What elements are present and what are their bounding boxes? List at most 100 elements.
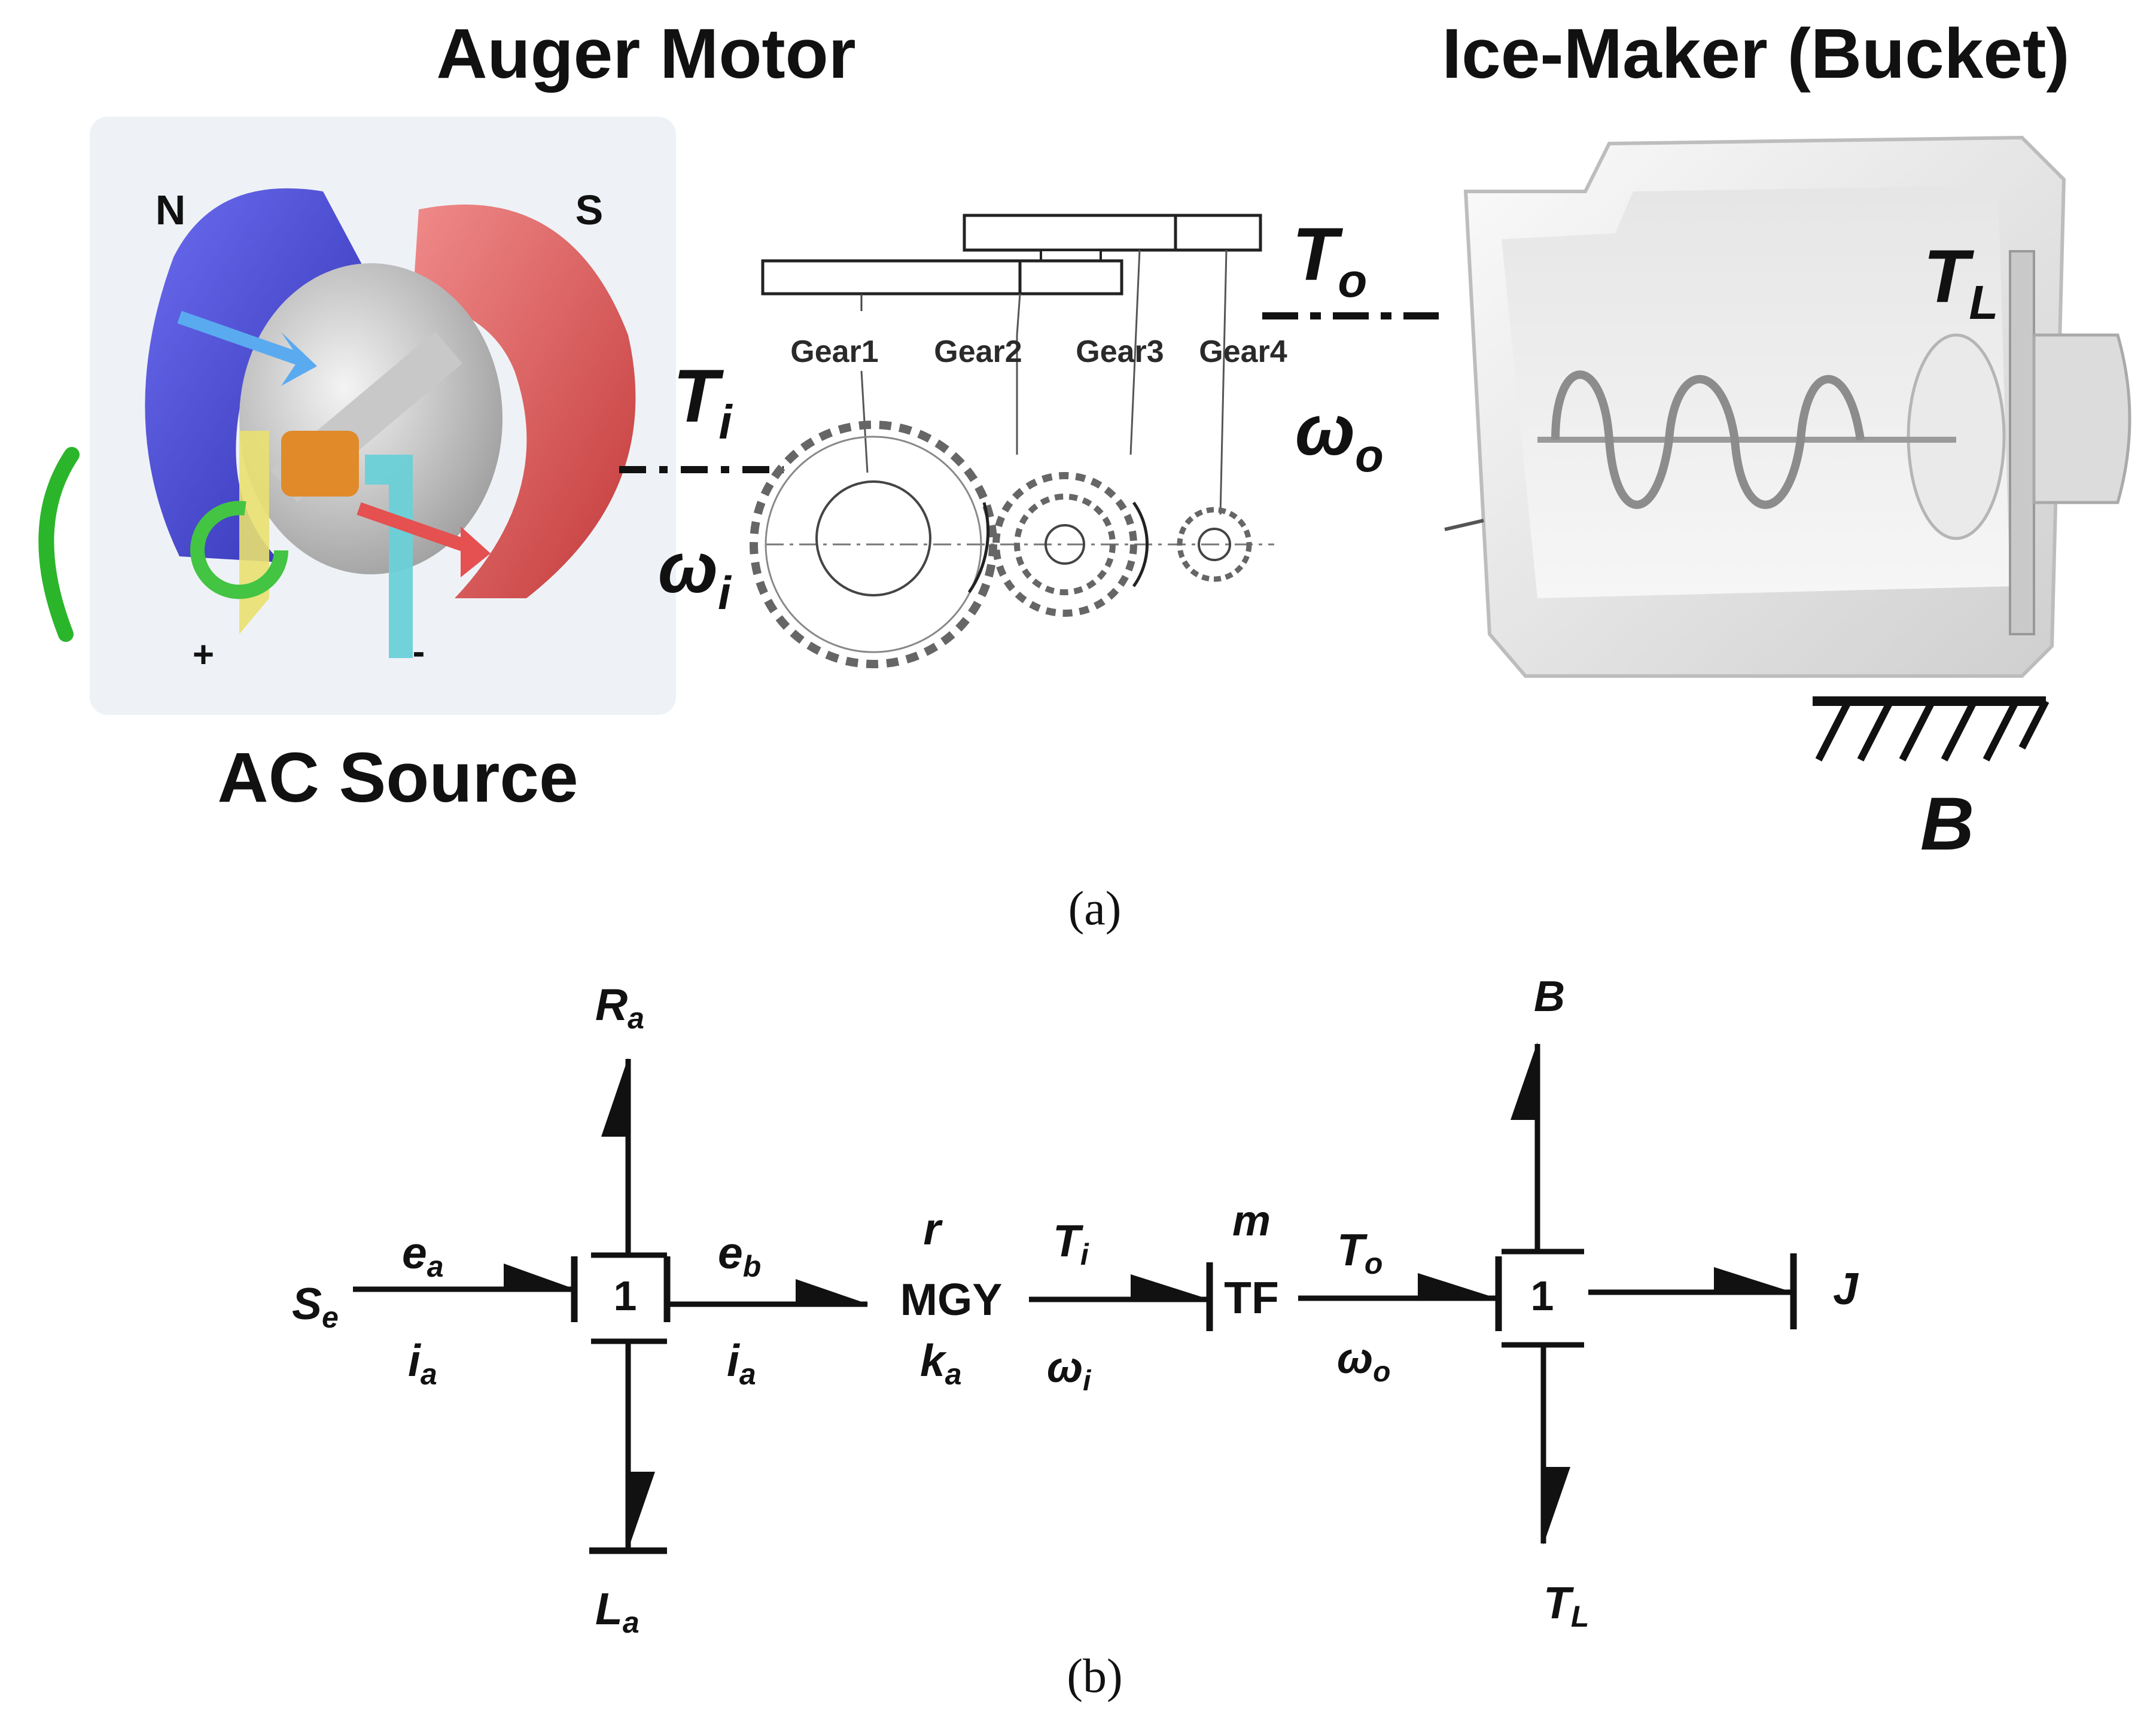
bond-se-halfarrow — [504, 1264, 575, 1289]
junction-1-right: 1 — [1502, 1249, 1584, 1348]
gear4 — [1177, 507, 1252, 582]
gear3-bore — [1044, 524, 1085, 565]
gear3-rotation — [1132, 501, 1149, 587]
gear2 — [992, 472, 1137, 617]
hatch-5 — [1983, 699, 2020, 762]
gear1 — [750, 421, 997, 668]
bond-ra-halfarrow — [601, 1058, 628, 1137]
bond-junction1-to-ra — [601, 1058, 631, 1253]
gear-bar-bottom — [761, 259, 1123, 296]
green-rotation-arrow — [190, 501, 288, 599]
bond-junction2-to-j — [1588, 1253, 1797, 1329]
wo-label-b: ωo — [1337, 1335, 1390, 1388]
junction1-label: 1 — [614, 1272, 637, 1319]
ti-label-a: Ti — [673, 355, 733, 449]
bucket-pin — [1444, 519, 1484, 531]
bond-tf-halfarrow — [1131, 1274, 1210, 1299]
se-label: Se — [292, 1278, 339, 1334]
gear4-label: Gear4 — [1199, 334, 1287, 369]
gear4-bore — [1198, 528, 1231, 561]
tf-element: TF — [1224, 1272, 1279, 1323]
gear4-leader — [1219, 249, 1228, 515]
bucket-title: Ice-Maker (Bucket) — [1442, 14, 2069, 93]
red-arrow-head — [461, 526, 491, 577]
tl-label-a: TL — [1923, 235, 1998, 329]
auger-spring — [1551, 370, 1865, 509]
wi-label-b: ωi — [1047, 1344, 1092, 1397]
to-label-b: To — [1337, 1225, 1382, 1280]
ka-label: ka — [920, 1335, 962, 1391]
gear-bar-top — [963, 214, 1262, 252]
hatch-3 — [1899, 699, 1936, 762]
ia-label-1: ia — [408, 1335, 437, 1391]
hatch-6 — [2018, 699, 2050, 750]
bond-junction2-to-tl — [1540, 1347, 1570, 1545]
la-label: La — [595, 1584, 640, 1639]
ra-label: Ra — [595, 979, 644, 1035]
bond-junction1-to-la — [589, 1343, 667, 1554]
bond-mgy-to-tf — [1029, 1262, 1213, 1331]
gear3-leader — [1129, 249, 1141, 455]
b-label-a: B — [1920, 783, 1974, 866]
brush-minus — [365, 455, 413, 658]
gear3 — [1014, 494, 1116, 595]
junction-1-left: 1 — [591, 1252, 667, 1344]
bucket-inner — [1502, 185, 2010, 598]
to-label-a: To — [1292, 213, 1367, 307]
ea-label: ea — [402, 1228, 444, 1283]
gear2-label: Gear2 — [934, 334, 1022, 369]
blue-arrow — [177, 310, 302, 366]
pole-n: N — [156, 187, 186, 233]
wo-label-a: ωo — [1295, 390, 1384, 482]
plus-terminal: + — [193, 634, 214, 675]
bond-se-to-junction1 — [353, 1256, 578, 1322]
bucket-flange — [2009, 250, 2035, 635]
bond-j-halfarrow — [1714, 1267, 1793, 1292]
r-label: r — [923, 1204, 943, 1254]
bond-j2-halfarrow — [1418, 1273, 1497, 1298]
panel-b: Se ea ia 1 Ra La eb ia r — [292, 973, 1859, 1703]
south-pole — [413, 204, 636, 598]
gear1-label: Gear1 — [790, 334, 878, 369]
ti-label-b: Ti — [1053, 1216, 1089, 1271]
gear1-body — [765, 436, 982, 653]
gear1-bore — [815, 480, 931, 596]
wi-label-a: ωi — [658, 528, 732, 619]
b-label-b: B — [1534, 973, 1565, 1021]
m-label: m — [1232, 1197, 1271, 1245]
gear1-rotation — [967, 502, 990, 593]
pole-s: S — [575, 187, 604, 233]
junction2-label: 1 — [1531, 1272, 1554, 1319]
brush-plus — [239, 431, 269, 634]
gear-bar-hub — [1040, 249, 1102, 262]
green-wire — [38, 447, 80, 642]
hatch-2 — [1857, 699, 1894, 762]
gear2-leader — [1016, 293, 1021, 455]
gear3-label: Gear3 — [1076, 334, 1164, 369]
bond-tl-halfarrow — [1543, 1467, 1570, 1545]
bucket-motor-cap — [2032, 333, 2131, 504]
bond-b-halfarrow — [1511, 1042, 1537, 1120]
ground-hatch — [1813, 696, 2050, 762]
red-arrow — [357, 502, 481, 557]
bond-junction2-to-b — [1511, 1042, 1540, 1250]
j-label: J — [1833, 1264, 1859, 1314]
bond-la-halfarrow — [628, 1472, 655, 1549]
bond-junction1-to-mgy — [663, 1256, 869, 1322]
bond-tf-to-junction2 — [1298, 1256, 1502, 1331]
hatch-1 — [1815, 699, 1852, 762]
blue-arrow-head — [281, 332, 317, 386]
tl-label-b: TL — [1543, 1578, 1589, 1633]
motor-illustration: N S + - — [38, 117, 676, 715]
ice-bucket — [1444, 135, 2131, 678]
minus-terminal: - — [413, 631, 425, 672]
caption-a: (a) — [1068, 882, 1122, 935]
commutator — [281, 431, 359, 497]
hatch-4 — [1941, 699, 1978, 762]
panel-a: Auger Motor Ice-Maker (Bucket) N S + - A… — [38, 14, 2131, 935]
source-label: AC Source — [217, 738, 578, 817]
ia-label-2: ia — [727, 1335, 756, 1391]
bond-mgy-halfarrow — [796, 1279, 869, 1304]
eb-label: eb — [718, 1228, 761, 1283]
